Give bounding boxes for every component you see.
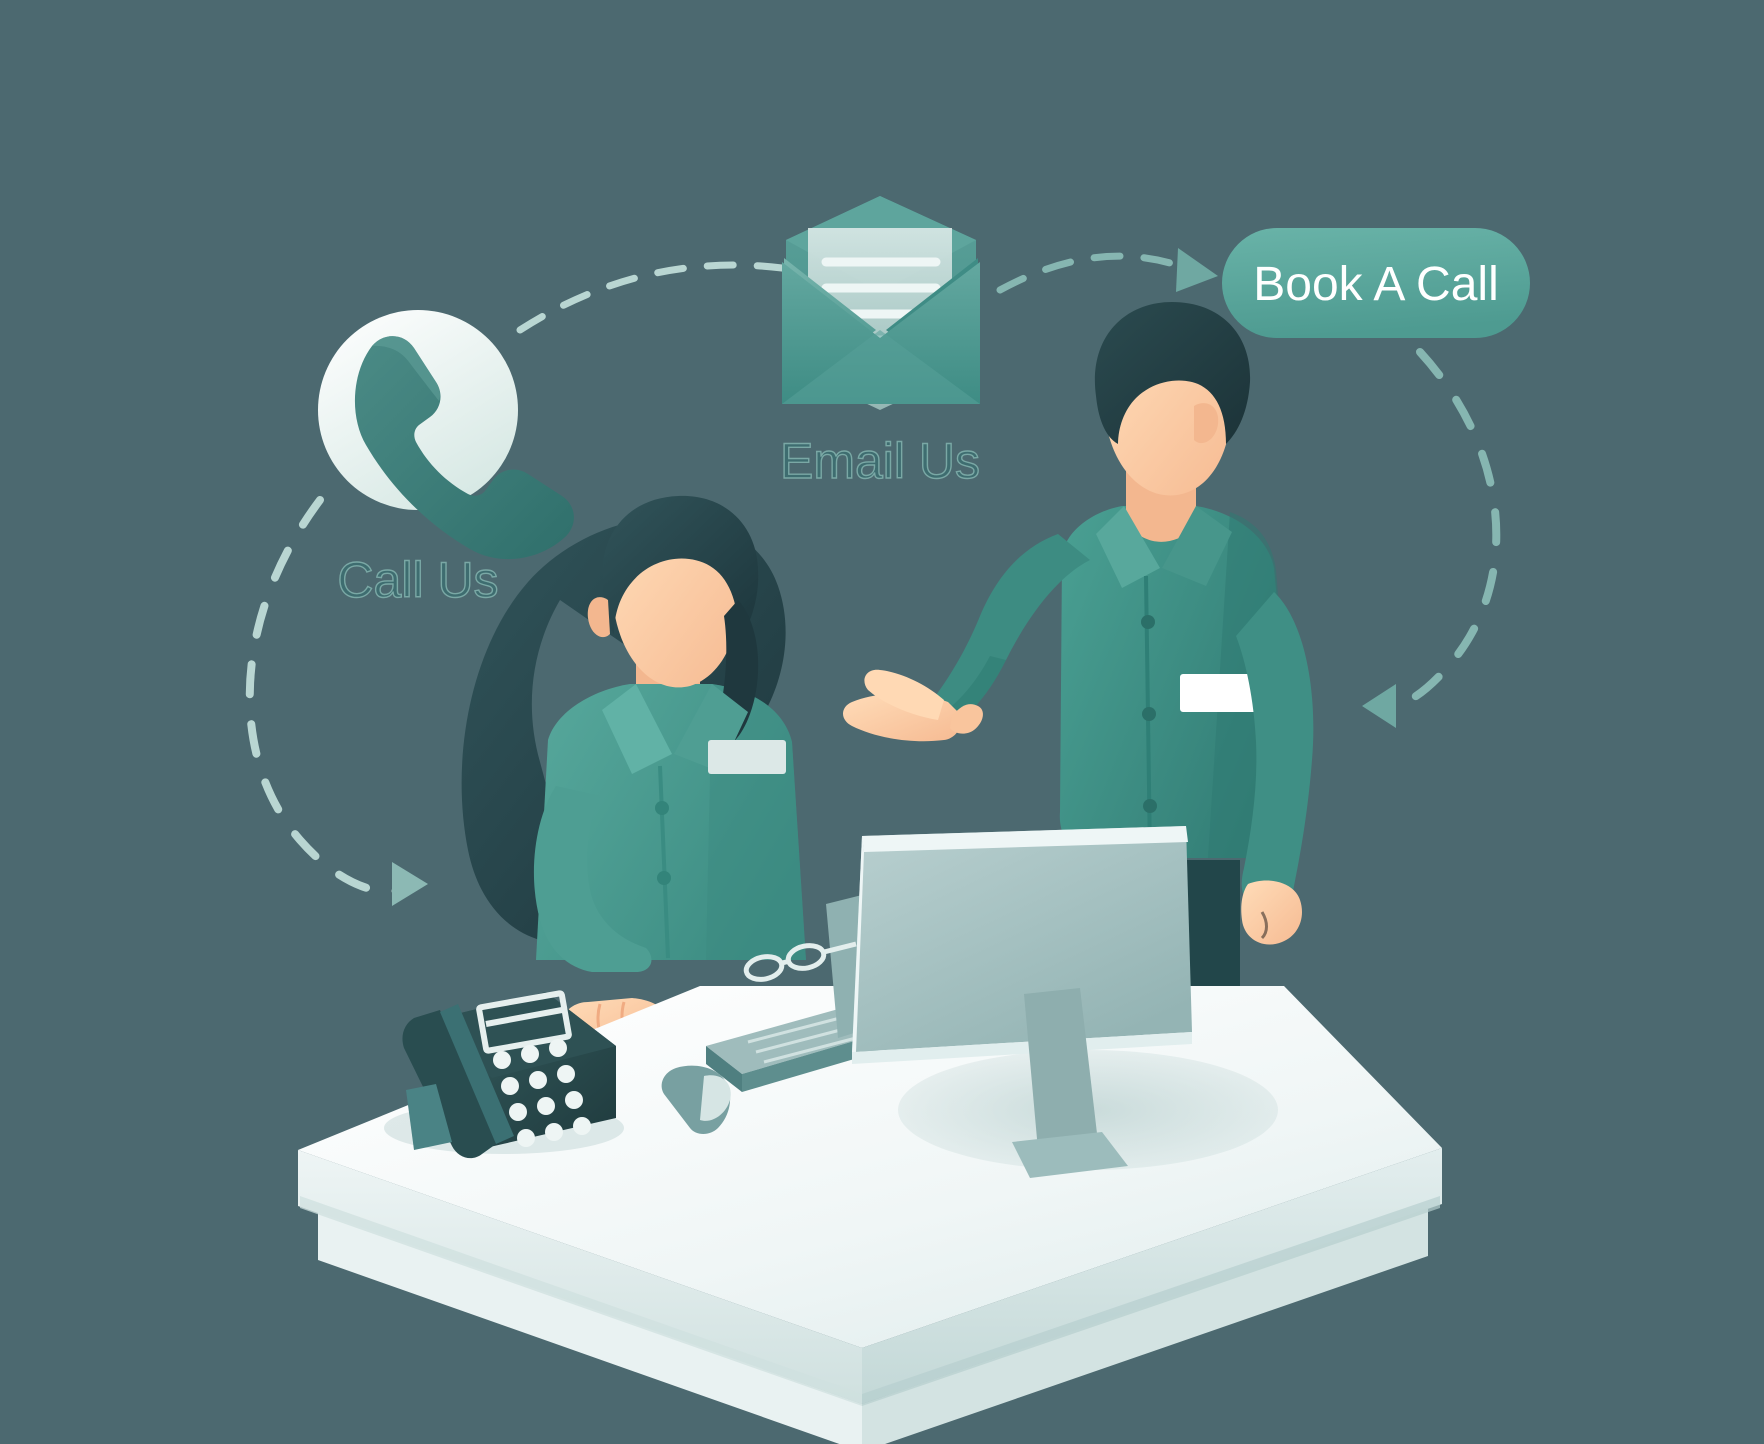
desk-edge-left: [298, 1150, 862, 1404]
phone-display: [476, 990, 572, 1054]
monitor-stand-base: [1012, 1132, 1128, 1178]
desk-stripe-left: [300, 1196, 862, 1406]
man-gesturing-hand: [843, 669, 983, 742]
man-right-arm: [1236, 592, 1314, 913]
laptop-keyboard-deck: [706, 1008, 878, 1074]
computer-monitor[interactable]: [852, 826, 1192, 1178]
laptop-keys: [747, 1016, 857, 1064]
woman-name-badge: [708, 740, 786, 774]
phone-keypad[interactable]: [493, 1039, 591, 1147]
laptop-deck-edge-front: [742, 1034, 878, 1092]
phone-handset: [402, 1010, 496, 1159]
man-button-3: [1143, 799, 1157, 813]
monitor-rim-bottom: [852, 1032, 1192, 1064]
man-hair: [1094, 302, 1251, 444]
eyeglasses: [743, 941, 857, 982]
man-right-hand: [1241, 880, 1302, 945]
connector-call-down-to-desk: [245, 496, 404, 896]
agent-man: [843, 302, 1314, 1010]
monitor-rim-left: [852, 836, 864, 1052]
call-us-label: Call Us: [337, 552, 498, 608]
email-us-node[interactable]: Email Us: [779, 196, 981, 490]
woman-left-arm: [533, 786, 652, 972]
mouse-button: [700, 1075, 731, 1121]
man-button-1: [1141, 615, 1155, 629]
connector-book-down-to-desk: [1384, 348, 1501, 710]
monitor-rim-top: [862, 826, 1188, 852]
man-collar-right: [1162, 506, 1232, 586]
connector-book-down-to-desk-arrowhead: [1362, 684, 1396, 728]
monitor-panel: [852, 826, 1192, 1052]
desk-stripe-right: [862, 1196, 1440, 1406]
monitor-stand-neck: [1024, 988, 1098, 1150]
phone-handset-stripe: [440, 1004, 514, 1144]
woman-button-2: [657, 871, 671, 885]
connector-email-to-book: [996, 252, 1190, 294]
woman-hair-front: [602, 495, 759, 642]
desk-edge-right: [862, 1148, 1442, 1404]
book-a-call-button[interactable]: Book A Call: [1222, 228, 1530, 338]
woman-ear: [587, 597, 610, 638]
connector-call-down-to-desk-arrowhead: [392, 862, 428, 906]
laptop-deck-edge-left: [706, 1046, 742, 1092]
man-left-arm: [917, 534, 1090, 739]
call-us-node[interactable]: Call Us: [318, 310, 574, 609]
envelope-front-highlight: [782, 330, 980, 404]
man-name-badge: [1180, 674, 1272, 712]
woman-collar-left: [602, 684, 672, 774]
man-button-2: [1142, 707, 1156, 721]
phone-handset-icon: [354, 336, 574, 560]
woman-placket: [658, 765, 670, 959]
desk-slab-right: [862, 1208, 1428, 1444]
man-ear: [1194, 403, 1219, 444]
computer-mouse[interactable]: [661, 1065, 731, 1134]
book-a-call-pill: [1222, 228, 1530, 338]
phone-foot: [406, 1084, 452, 1150]
woman-button-1: [655, 801, 669, 815]
desk-slab-left: [318, 1212, 862, 1444]
book-a-call-label: Book A Call: [1253, 258, 1498, 311]
email-us-label: Email Us: [780, 433, 980, 489]
man-collar-left: [1096, 506, 1160, 588]
man-right-hand-finger: [1260, 911, 1268, 940]
desk-phone[interactable]: [384, 990, 624, 1159]
connector-email-to-book-arrowhead: [1176, 248, 1218, 292]
